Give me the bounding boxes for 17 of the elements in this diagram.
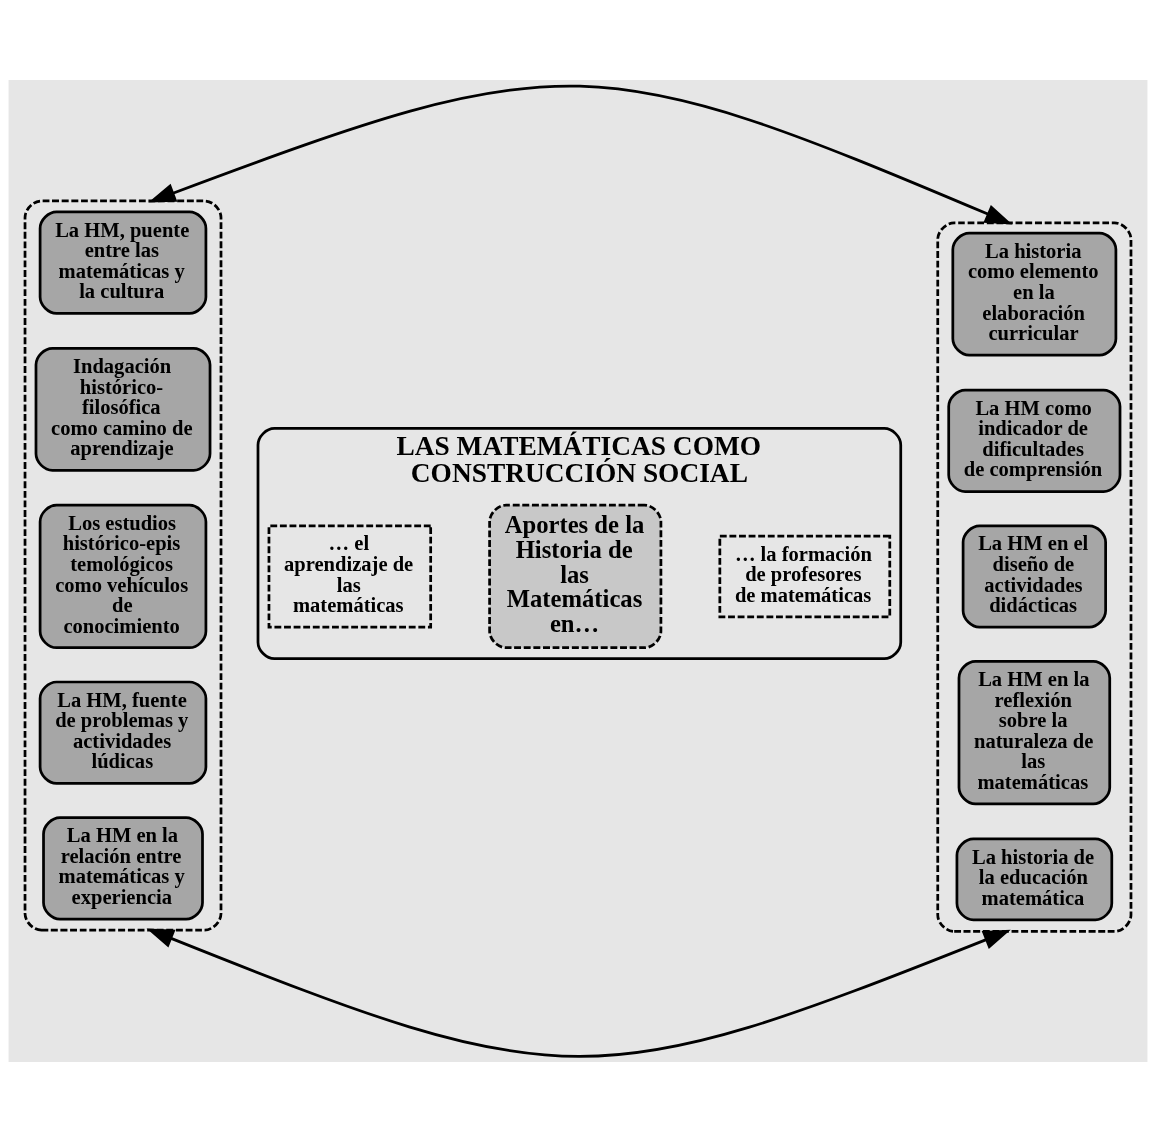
node-box: Indagación histórico-filosófica como camino de aprendizaje	[34, 346, 212, 472]
node-box: La historia como elemento en la elaboración curricular	[951, 231, 1118, 356]
node-box: … el aprendizaje de las matemáticas	[267, 523, 433, 629]
arrow	[148, 84, 1013, 224]
node-box: La HM en el diseño de actividades didácticas	[961, 523, 1107, 629]
node-box: La HM en la reflexión sobre la naturaleza de las matemáticas	[957, 659, 1112, 805]
cluster	[23, 199, 223, 931]
node-box: La HM como indicador de dificultades de comprensión	[947, 388, 1122, 493]
node-box: La HM, puente entre las matemáticas y la cultura	[38, 210, 208, 315]
node-box: Aportes de la Historia de las Matemáticas en…	[488, 503, 663, 649]
node-box: … la formación de profesores de matemáticas	[718, 534, 892, 618]
node-box: La historia de la educación matemática	[955, 837, 1114, 921]
node-box: La HM, fuente de problemas y actividades lúdicas	[38, 680, 208, 785]
cluster	[936, 221, 1133, 933]
node-box: Los estudios histórico-epistemológicos como vehículos de conocimiento	[38, 503, 208, 649]
node-box: La HM en la relación entre matemáticas y experiencia	[42, 815, 204, 920]
arrow	[146, 928, 1011, 1058]
